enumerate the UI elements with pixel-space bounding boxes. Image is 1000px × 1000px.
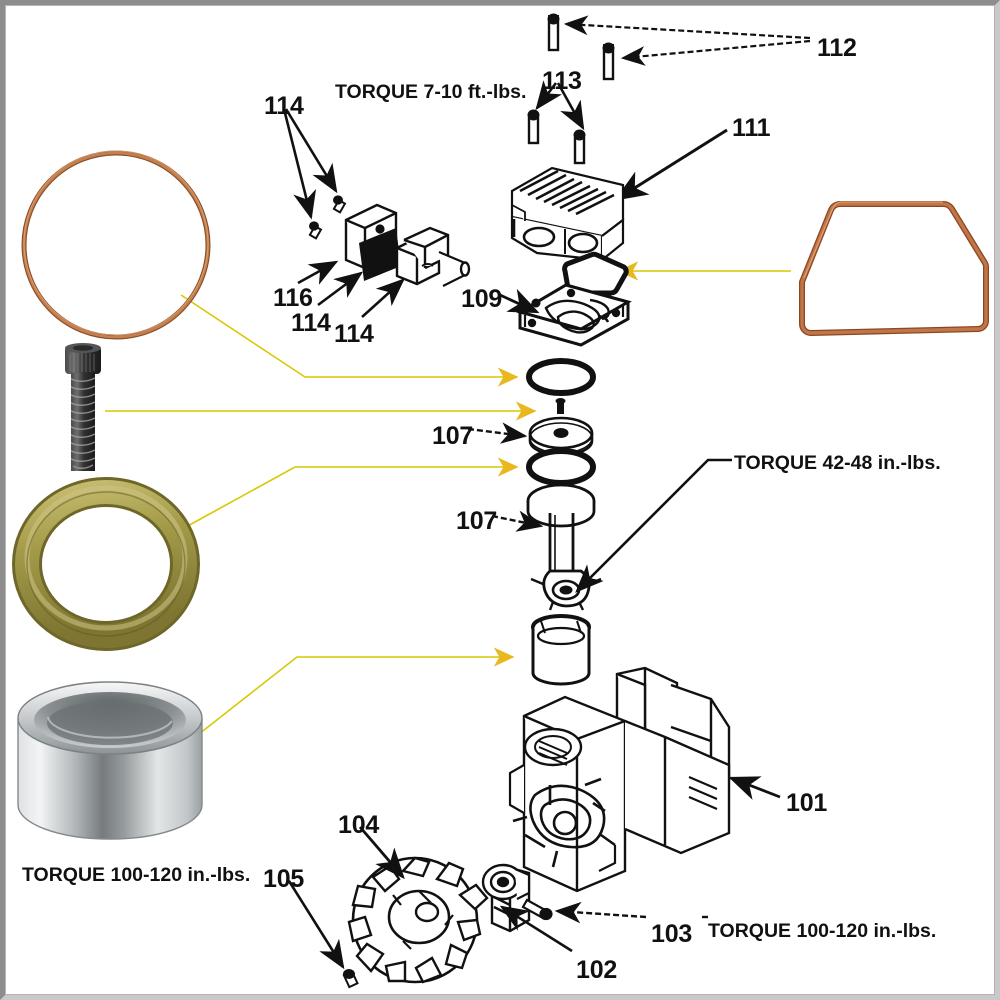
callout-arrows-107 [467,422,544,532]
insulator-plate [359,228,401,281]
thick-olive-o-ring [12,477,200,651]
callout-arrow-102 [499,905,573,953]
cylinder-head-bolt-short-1 [527,109,540,145]
chrome-cylinder-sleeve [17,681,203,840]
reed-valve-screw-2 [332,195,347,214]
callout-112: 112 [817,34,857,62]
callout-arrow-105 [287,880,345,970]
callout-114-mid: 114 [291,309,331,337]
head-gasket-outline [562,251,629,296]
callout-arrow-101 [728,776,781,800]
cylinder-liner [531,614,591,686]
callout-107-lower: 107 [456,507,498,535]
note-torque-base: TORQUE 100-120 in.-lbs. [708,920,937,942]
callout-arrows-114-top [282,108,338,220]
motor-assembly [508,666,731,893]
thin-brown-o-ring [21,150,211,340]
callout-arrow-104 [358,826,405,880]
callout-arrow-111 [614,128,728,201]
callout-109: 109 [461,285,503,313]
socket-head-cap-screw [65,343,101,471]
note-torque-fan: TORQUE 100-120 in.-lbs. [22,864,251,886]
leader-brown-oring [180,294,519,387]
callout-arrow-103 [554,901,647,924]
leader-olive-oring [174,457,519,534]
cylinder-head-bolt-long-2 [602,42,615,81]
callout-116: 116 [273,284,313,312]
callout-arrow-torque-rod [575,458,732,593]
callout-arrows-114-mid [297,260,405,318]
piston-connecting-rod [526,483,602,611]
callout-107-upper: 107 [432,422,474,450]
callout-105: 105 [263,865,305,893]
valve-plate-assembly [516,283,632,347]
piston-pin [555,398,566,414]
callout-104: 104 [338,811,380,839]
piston-ring-lower [526,448,596,486]
cylinder-head-bolt-short-2 [573,129,586,165]
leader-sleeve [184,647,515,746]
callout-113: 113 [542,67,582,95]
callout-114-top: 114 [264,92,304,120]
cylinder-head [510,166,625,262]
callout-arrow-109 [499,288,540,314]
note-torque-head: TORQUE 7-10 ft.-lbs. [335,81,527,103]
piston-disc [528,416,594,457]
callout-114-low: 114 [334,320,374,348]
callout-arrows-113 [535,80,585,131]
fan-retaining-screw [342,969,359,989]
piston-ring-upper [526,358,596,396]
note-torque-rod: TORQUE 42-48 in.-lbs. [734,452,941,474]
copper-head-gasket [799,201,990,337]
callout-103: 103 [651,920,693,948]
callout-leader-lines [105,261,791,746]
callout-111: 111 [732,114,771,142]
cylinder-head-bolt-long-1 [547,13,560,52]
cooling-fan [347,856,489,984]
terminal-block [395,226,471,287]
callout-102: 102 [576,956,618,984]
eccentric-set-screw [521,898,553,921]
callout-arrows-112 [563,15,811,66]
callout-101: 101 [786,789,828,817]
reed-valve-screw-1 [308,221,323,240]
diagram-canvas [12,13,990,989]
